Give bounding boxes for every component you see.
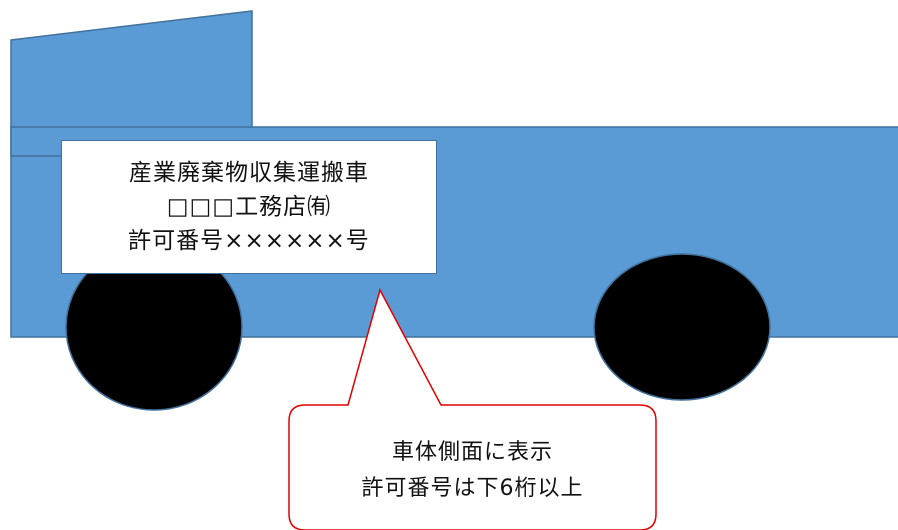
rear-wheel: [593, 253, 771, 401]
callout-line-2: 許可番号は下6桁以上: [361, 476, 584, 501]
sign-company-name: □□□工務店㈲: [166, 194, 332, 220]
business-sign: 産業廃棄物収集運搬車 □□□工務店㈲ 許可番号××××××号: [61, 140, 437, 274]
callout-line-1: 車体側面に表示: [391, 440, 553, 465]
callout-text: 車体側面に表示 許可番号は下6桁以上: [289, 416, 656, 526]
sign-permit-number: 許可番号××××××号: [128, 228, 370, 254]
sign-title: 産業廃棄物収集運搬車: [129, 160, 369, 186]
